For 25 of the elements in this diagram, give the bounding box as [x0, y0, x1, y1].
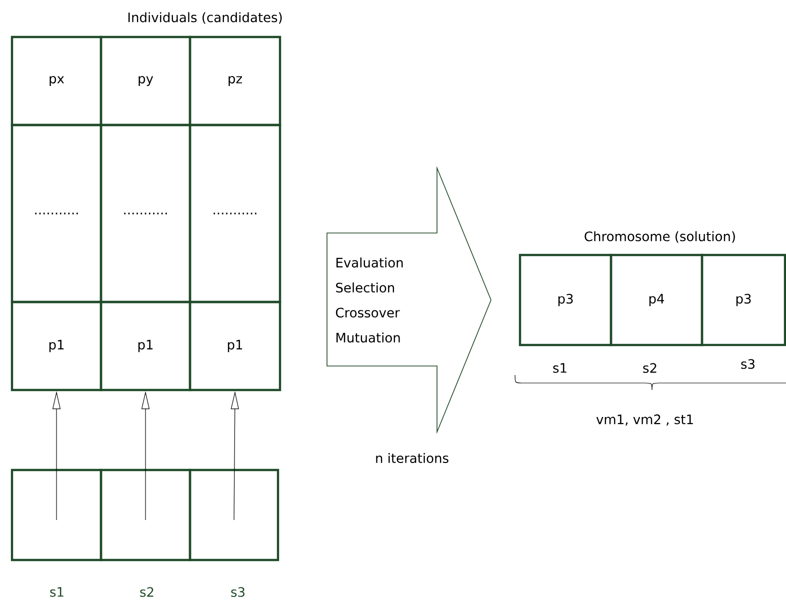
parameter-text: vm1, vm2 , st1	[596, 414, 693, 426]
grid-cell: pz	[188, 36, 282, 126]
input-box	[100, 468, 192, 562]
iteration-note: n iterations	[376, 452, 448, 464]
grid-cell: p1	[188, 300, 282, 392]
grid-cell: ...........	[10, 124, 102, 304]
grid-cell: py	[100, 36, 192, 126]
slot-label: s3	[231, 587, 244, 597]
gene-cell: p3	[700, 254, 786, 346]
slot-label: s3	[741, 359, 754, 369]
grid-cell: p1	[10, 300, 102, 392]
slot-label: s1	[50, 587, 64, 597]
gene-cell: p3	[518, 254, 612, 346]
grid-cell: px	[10, 36, 102, 126]
heading: Chromosome (solution)	[584, 231, 735, 243]
grid-cell: ...........	[100, 124, 192, 304]
slot-label: s2	[643, 363, 656, 373]
heading: Individuals (candidates)	[128, 12, 282, 24]
slot-label: s1	[553, 363, 566, 373]
slot-label: s2	[140, 587, 154, 597]
input-box	[188, 468, 280, 562]
input-box	[10, 468, 102, 562]
grid-cell: ...........	[188, 124, 282, 304]
gene-cell: p4	[610, 254, 704, 346]
grid-cell: p1	[100, 300, 192, 392]
